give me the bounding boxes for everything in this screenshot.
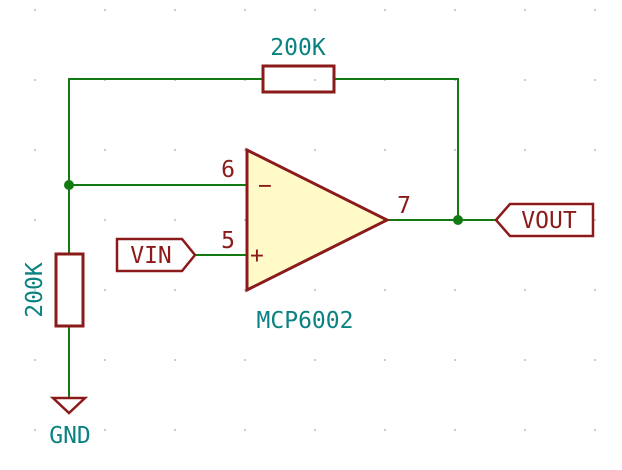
grid-dot [174,219,176,221]
grid-dot [174,359,176,361]
grid-dot [104,149,106,151]
grid-dot [524,79,526,81]
ground-resistor-value: 200K [22,262,48,318]
grid-dot [384,289,386,291]
grid-dot [174,9,176,11]
grid-dot [34,79,36,81]
grid-dot [384,429,386,431]
grid-dot [34,429,36,431]
grid-dot [524,359,526,361]
pin-number-output: 7 [397,193,411,219]
opamp-triangle[interactable] [245,147,391,293]
grid-dot [594,219,596,221]
grid-dot [104,359,106,361]
grid-dot [34,219,36,221]
grid-dot [104,289,106,291]
grid-dot [524,289,526,291]
grid-dot [454,149,456,151]
vout-port[interactable] [494,202,595,238]
grid-dot [34,359,36,361]
grid-dot [454,359,456,361]
grid-dot [454,9,456,11]
ground-label: GND [49,423,91,449]
grid-dot [524,429,526,431]
grid-dot [174,289,176,291]
grid-dot [384,9,386,11]
grid-dot [244,429,246,431]
grid-dot [34,289,36,291]
grid-dot [314,289,316,291]
grid-dot [314,359,316,361]
wire-feedback-left [68,78,263,185]
ground-symbol [49,396,89,415]
grid-dot [104,219,106,221]
grid-dot [594,149,596,151]
opamp-inverting-sign: − [258,173,272,199]
grid-dot [384,149,386,151]
grid-dot [594,429,596,431]
junction-dot [64,180,74,190]
grid-dot [314,79,316,81]
grid-dot [454,429,456,431]
grid-dot [594,9,596,11]
ground-resistor[interactable] [54,252,85,328]
grid-dot [174,429,176,431]
vin-port[interactable] [115,237,197,273]
grid-dot [314,149,316,151]
grid-dot [314,429,316,431]
wires [68,78,496,398]
grid-dot [244,9,246,11]
grid-dot [104,429,106,431]
pin-number-inverting: 6 [221,157,235,183]
feedback-resistor[interactable] [261,64,336,94]
opamp-part-number: MCP6002 [257,308,354,334]
vout-label: VOUT [521,208,577,234]
grid-dot [594,359,596,361]
grid-dot [524,9,526,11]
grid-dot [384,359,386,361]
grid-dot [104,9,106,11]
grid-dot [314,9,316,11]
opamp-noninverting-sign: + [250,243,264,269]
pin-number-noninverting: 5 [221,228,235,254]
feedback-resistor-value: 200K [270,35,326,61]
junction-dot [453,215,463,225]
grid-dot [244,359,246,361]
wire-feedback-right [334,78,459,220]
grid-dot [594,79,596,81]
grid-dot [34,149,36,151]
grid-dot [34,9,36,11]
grid-dot [524,149,526,151]
grid-dot [594,289,596,291]
grid-dot [454,289,456,291]
grid-dot [174,149,176,151]
vin-label: VIN [130,243,172,269]
